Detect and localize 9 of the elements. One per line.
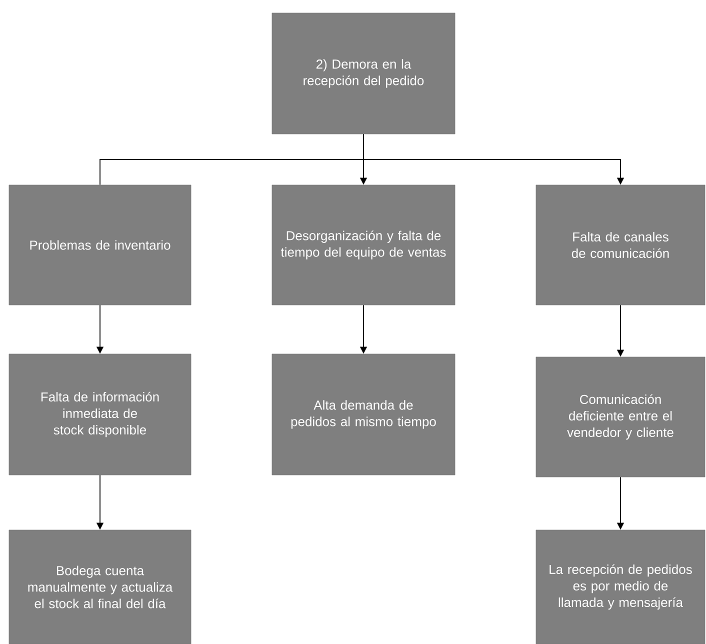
process-box: Comunicación deficiente entre el vendedor y cliente [536,356,706,478]
process-box: Bodega cuenta manualmente y actualiza el stock al final del día [8,530,192,644]
process-box: Alta demanda de pedidos al mismo tiempo [272,354,456,476]
process-box: Falta de información inmediata de stock disponible [8,354,192,476]
process-box: 2) Demora en la recepción del pedido [272,12,456,134]
process-box: Falta de canales de comunicación [536,184,706,306]
process-box: Desorganización y falta de tiempo del equipo de ventas [272,184,456,306]
process-box: La recepción de pedidos es por medio de llamada y mensajería [536,530,706,644]
process-box: Problemas de inventario [8,184,192,306]
